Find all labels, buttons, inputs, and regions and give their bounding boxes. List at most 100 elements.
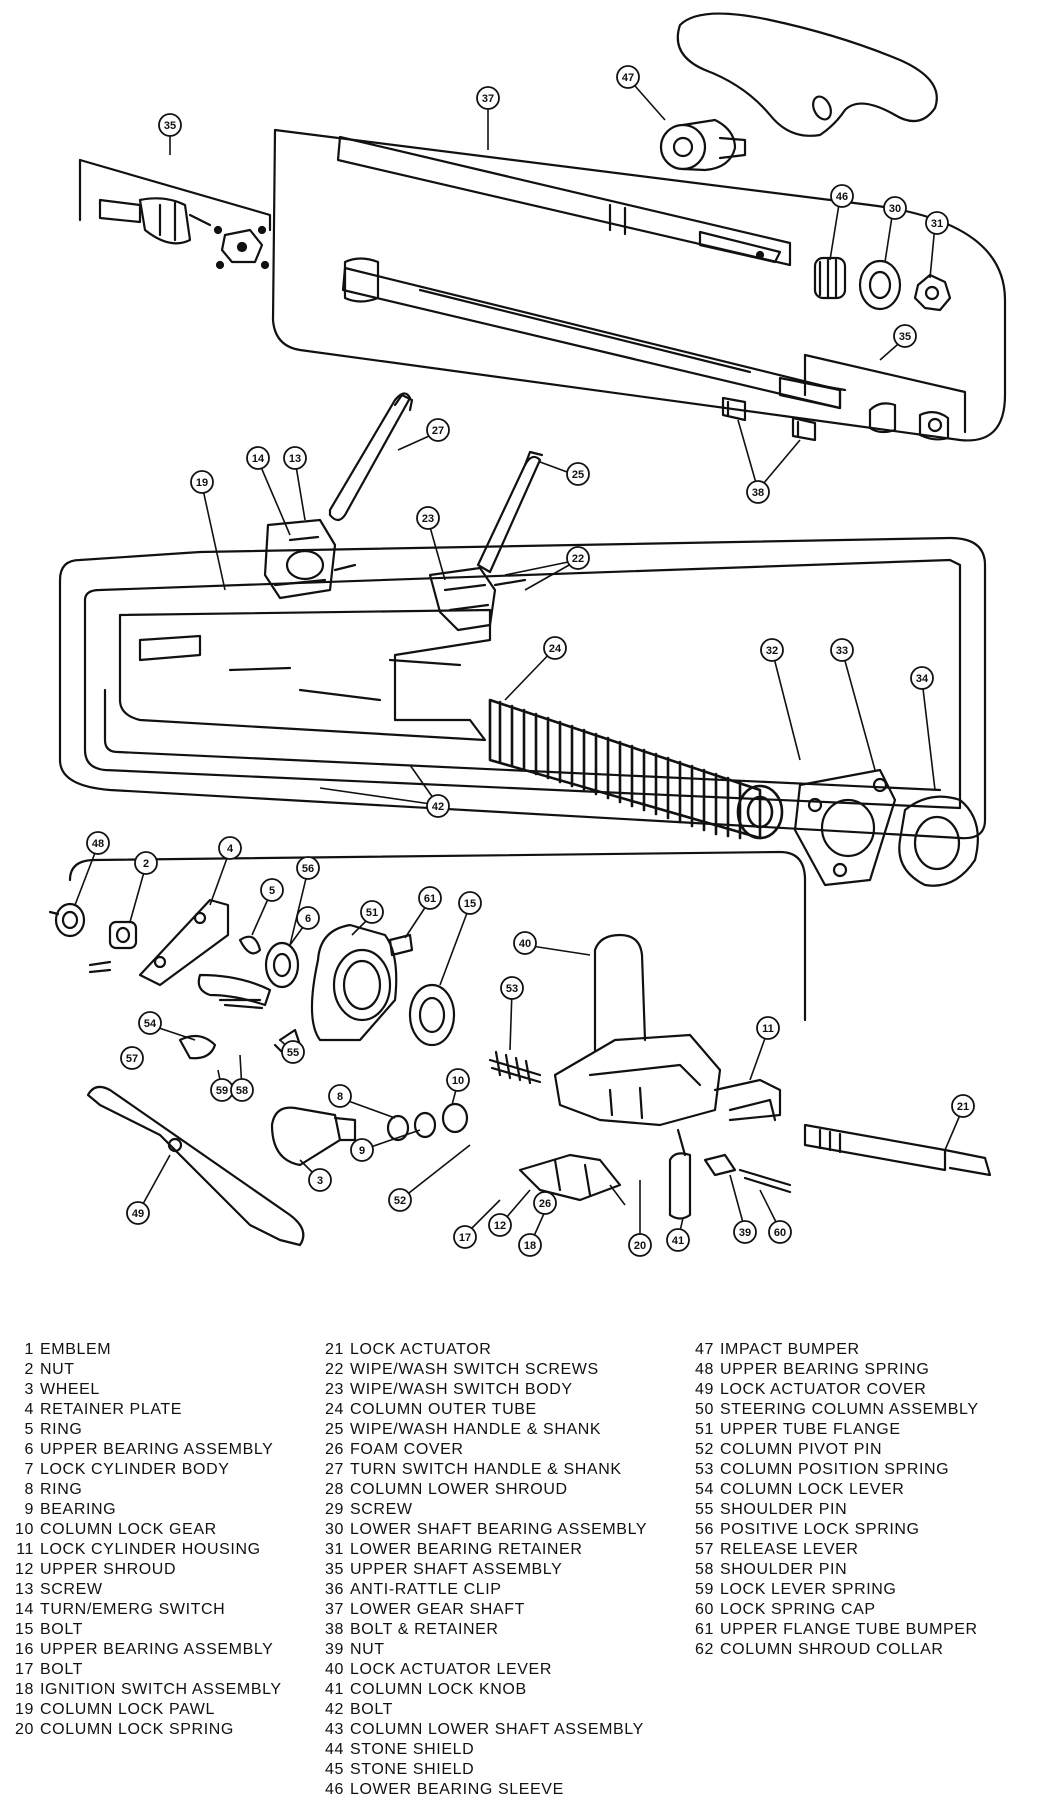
callout-circle: [190, 470, 214, 494]
legend-item-number: 49: [695, 1381, 714, 1398]
callout-circle: [533, 1191, 557, 1215]
upper-steering-shaft: [341, 257, 847, 410]
turn-switch-handle-part: [328, 392, 414, 522]
exploded-parts-diagram: 3537474630313538272519141323222432333442…: [48, 12, 1007, 1257]
legend-item-name: UPPER SHROUD: [40, 1561, 177, 1578]
callout-circle: [418, 886, 442, 910]
legend-item-number: 40: [325, 1661, 344, 1678]
legend-item-name: WIPE/WASH HANDLE & SHANK: [350, 1421, 602, 1438]
callout-circle: [666, 1228, 690, 1252]
callout-circle: [120, 1046, 144, 1070]
legend-item-number: 61: [695, 1621, 714, 1638]
callout-number: 20: [634, 1240, 646, 1252]
upper-tube-flange-part: [310, 923, 398, 1042]
callout-circle: [513, 931, 537, 955]
callout-47: 47: [616, 65, 640, 89]
lower-bearing-retainer-part: [913, 273, 952, 312]
upper-bearing-spring-part: [48, 902, 86, 938]
callout-58: 58: [230, 1078, 254, 1102]
callout-number: 9: [359, 1145, 365, 1157]
legend-item-number: 52: [695, 1441, 714, 1458]
lower-gear-shaft: [336, 135, 792, 267]
legend-item-name: COLUMN OUTER TUBE: [350, 1401, 537, 1418]
callout-56: 56: [296, 856, 320, 880]
legend-item-name: EMBLEM: [40, 1341, 112, 1358]
legend-item-name: RETAINER PLATE: [40, 1401, 183, 1418]
callout-circle: [283, 446, 307, 470]
impact-bumper-part: [659, 118, 747, 172]
callout-circle: [446, 1068, 470, 1092]
callout-37: 37: [476, 86, 500, 110]
callout-circle: [350, 1138, 374, 1162]
callout-number: 57: [126, 1053, 138, 1065]
callout-number: 59: [216, 1085, 228, 1097]
nut-part: [108, 920, 138, 950]
callout-circle: [566, 546, 590, 570]
callout-circle: [388, 1188, 412, 1212]
callout-circle: [328, 1084, 352, 1108]
callout-number: 35: [164, 120, 176, 132]
callout-18: 18: [518, 1233, 542, 1257]
callout-number: 41: [672, 1235, 684, 1247]
legend-item-number: 39: [325, 1641, 344, 1658]
legend-item-name: UPPER BEARING SPRING: [720, 1361, 930, 1378]
callout-number: 14: [252, 453, 265, 465]
legend-item-name: UPPER BEARING ASSEMBLY: [40, 1441, 274, 1458]
callout-35: 35: [893, 324, 917, 348]
legend-item-name: ANTI-RATTLE CLIP: [350, 1581, 502, 1598]
universal-joint-part: [98, 197, 212, 245]
legend-item-name: WIPE/WASH SWITCH SCREWS: [350, 1361, 599, 1378]
callout-number: 6: [305, 913, 311, 925]
legend-item-name: FOAM COVER: [350, 1441, 464, 1458]
callout-number: 46: [836, 191, 848, 203]
upper-shaft-left-bracket: [78, 158, 272, 232]
legend-item-name: COLUMN LOCK GEAR: [40, 1521, 217, 1538]
legend-item-name: POSITIVE LOCK SPRING: [720, 1521, 920, 1538]
legend-item-number: 44: [325, 1741, 344, 1758]
legend-item-number: 58: [695, 1561, 714, 1578]
legend-item-name: TURN SWITCH HANDLE & SHANK: [350, 1461, 622, 1478]
legend-item-number: 12: [15, 1561, 34, 1578]
callout-number: 48: [92, 838, 104, 850]
column-position-spring-part: [488, 1050, 542, 1085]
legend-item-number: 42: [325, 1701, 344, 1718]
legend-item-name: COLUMN LOWER SHAFT ASSEMBLY: [350, 1721, 644, 1738]
callout-number: 11: [762, 1023, 774, 1035]
legend-item-name: SHOULDER PIN: [720, 1501, 848, 1518]
callout-40: 40: [513, 931, 537, 955]
legend-item-number: 56: [695, 1521, 714, 1538]
callout-number: 55: [287, 1047, 299, 1059]
callout-42: 42: [426, 794, 450, 818]
lock-cylinder-body-part: [270, 1106, 357, 1167]
callout-circle: [910, 666, 934, 690]
legend-item-number: 14: [15, 1601, 34, 1618]
legend-item-number: 9: [24, 1501, 34, 1518]
legend-item: 12 UPPER SHROUD: [12, 1560, 282, 1580]
legend-item-number: 38: [325, 1621, 344, 1638]
foam-cover-part: [488, 698, 784, 840]
legend-item-number: 17: [15, 1661, 34, 1678]
callout-34: 34: [910, 666, 934, 690]
callout-14: 14: [246, 446, 270, 470]
legend-item-number: 18: [15, 1681, 34, 1698]
